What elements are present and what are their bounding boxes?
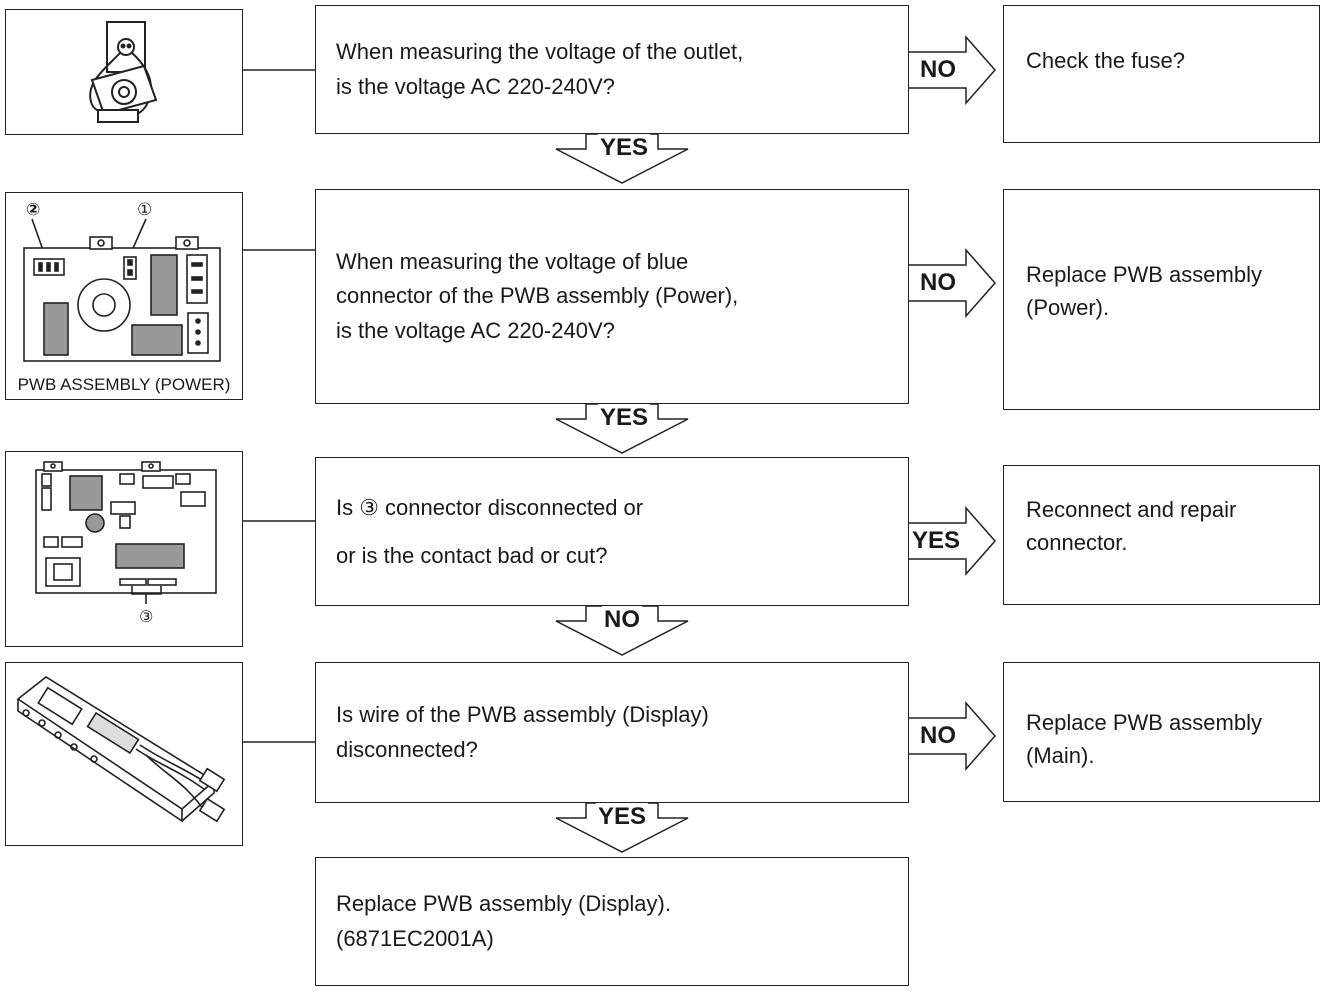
main-board-icon: ③ xyxy=(35,461,217,626)
picture-caption: PWB ASSEMBLY (POWER) xyxy=(17,375,231,394)
display-assembly-icon xyxy=(16,676,226,823)
marker-3: ③ xyxy=(139,607,153,626)
arrow-label: NO xyxy=(920,56,956,84)
arrow-label: NO xyxy=(602,606,642,634)
result-box: Replace PWB assembly (Main). xyxy=(1003,662,1320,802)
arrow-label: YES xyxy=(598,404,651,432)
marker-1: ① xyxy=(137,200,152,220)
arrow-label: YES xyxy=(598,134,651,162)
result-box: Reconnect and repair connector. xyxy=(1003,465,1320,605)
outlet-picture xyxy=(5,9,243,135)
result-box: Check the fuse? xyxy=(1003,5,1320,143)
final-action-box: Replace PWB assembly (Display). (6871EC2… xyxy=(315,857,909,986)
outlet-with-meter-icon xyxy=(89,21,158,123)
question-box: Is wire of the PWB assembly (Display) di… xyxy=(315,662,909,803)
arrow-label: YES xyxy=(596,803,649,831)
marker-2: ② xyxy=(26,200,40,220)
arrow-label: NO xyxy=(920,269,956,297)
result-box: Replace PWB assembly (Power). xyxy=(1003,189,1320,410)
question-box: When measuring the voltage of blue conne… xyxy=(315,189,909,404)
display-assembly-picture xyxy=(5,662,243,846)
arrow-label: YES xyxy=(912,527,961,555)
arrow-label: NO xyxy=(920,722,956,750)
power-board-picture: ② ① xyxy=(5,192,243,400)
question-box: When measuring the voltage of the outlet… xyxy=(315,5,909,134)
power-board-icon: ② ① xyxy=(23,200,221,362)
main-board-picture: ③ xyxy=(5,451,243,647)
question-box: Is ③ connector disconnected or or is the… xyxy=(315,457,909,606)
